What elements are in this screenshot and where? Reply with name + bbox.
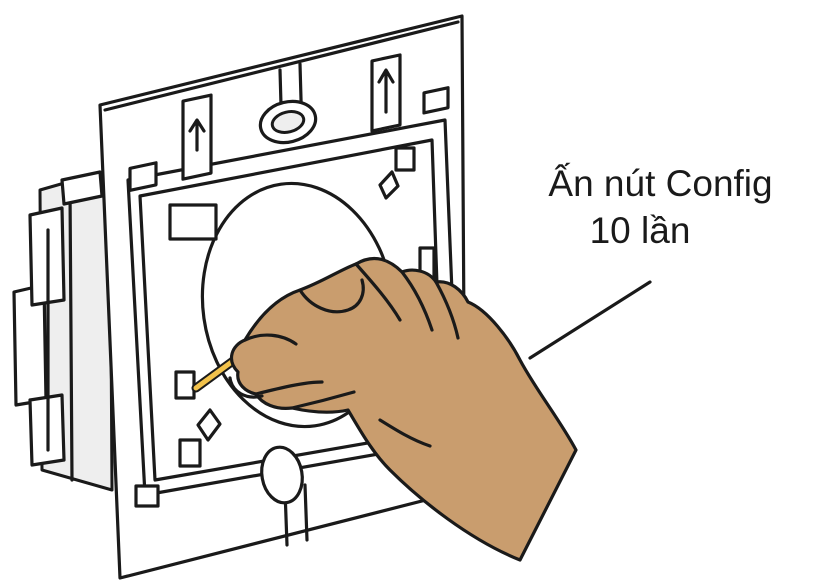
annotation-line-2: 10 lần bbox=[560, 212, 720, 249]
callout-leader-line bbox=[530, 282, 650, 358]
switch-module-body bbox=[14, 170, 112, 490]
annotation-line-1: Ấn nút Config bbox=[505, 165, 816, 202]
